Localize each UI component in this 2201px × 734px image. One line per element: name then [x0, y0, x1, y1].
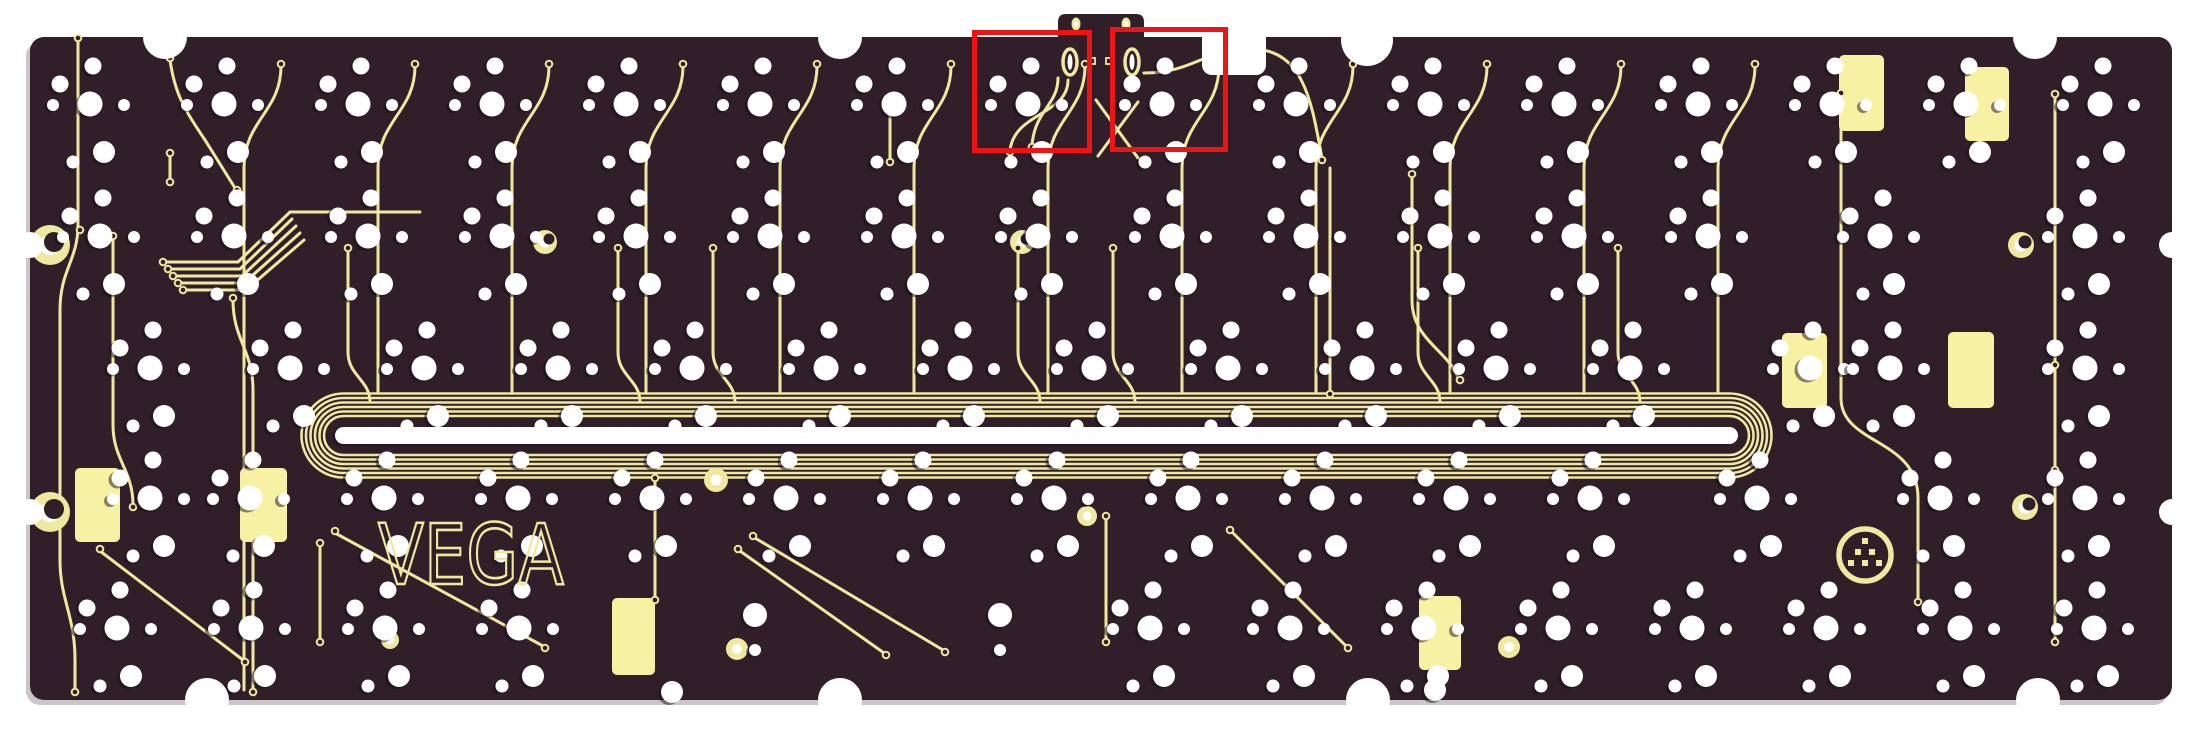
pcb-generated-graphics [17, 14, 2185, 722]
vega-silkscreen-text: VEGA [378, 506, 564, 604]
highlight-box-2 [1110, 27, 1228, 152]
highlight-box-1 [972, 30, 1092, 153]
